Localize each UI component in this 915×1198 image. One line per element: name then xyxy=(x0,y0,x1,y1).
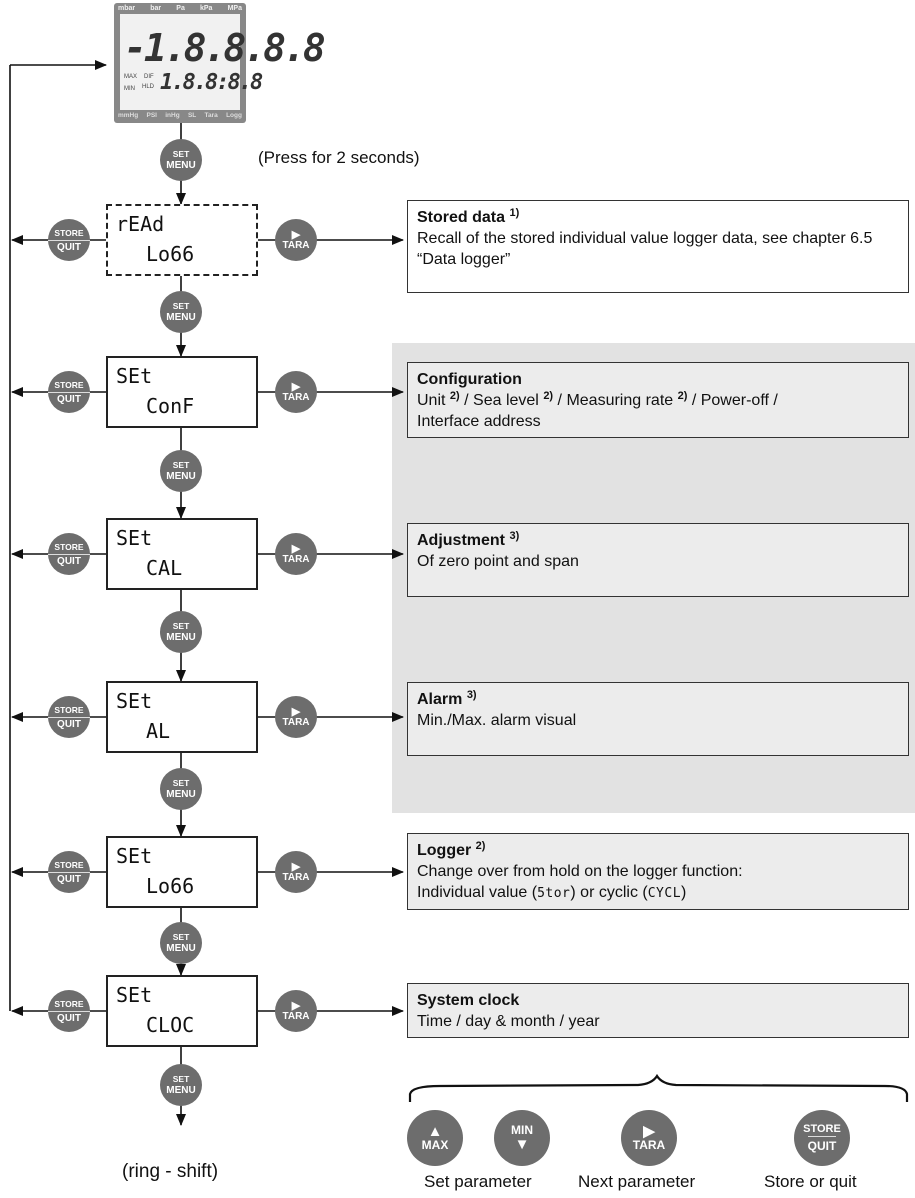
tara-button[interactable]: ▶TARA xyxy=(275,219,317,261)
tara-button[interactable]: ▶TARA xyxy=(275,696,317,738)
legend-next-parameter: Next parameter xyxy=(578,1172,696,1191)
lcd-label-hld: HLD xyxy=(142,84,155,90)
info-box-stored-data: Stored data 1) Recall of the stored indi… xyxy=(407,200,909,293)
lcd-screen: -1.8.8.8.8 MAX DIF MIN HLD 1.8.8:8.8 xyxy=(120,14,326,110)
arrow-down-icon: ▼ xyxy=(514,1136,530,1153)
state-box-set-cloc: SEt CLOC xyxy=(106,975,258,1047)
legend-set-parameter: Set parameter xyxy=(424,1172,532,1191)
legend-store-or-quit: Store or quit xyxy=(764,1172,857,1191)
info-box-logger: Logger 2) Change over from hold on the l… xyxy=(407,833,909,910)
arrow-up-icon: ▲ xyxy=(427,1123,443,1140)
lcd-label-min: MIN xyxy=(124,86,135,92)
info-title: System clock xyxy=(417,992,520,1009)
info-text: Change over from hold on the logger func… xyxy=(417,863,743,880)
info-box-configuration: Configuration Unit 2) / Sea level 2) / M… xyxy=(407,362,909,438)
lcd-display: mbar bar Pa kPa MPa -1.8.8.8.8 MAX DIF M… xyxy=(114,3,326,123)
lcd-bottom-units: mmHg PSI inHg SL Tara Logg xyxy=(118,112,242,119)
lcd-label-dif: DIF xyxy=(144,74,154,80)
state-box-set-conf: SEt ConF xyxy=(106,356,258,428)
play-icon: ▶ xyxy=(291,860,301,873)
lcd-label-max: MAX xyxy=(124,74,138,80)
lcd-top-units: mbar bar Pa kPa MPa xyxy=(118,5,242,12)
press-hint: (Press for 2 seconds) xyxy=(258,148,420,167)
tara-button[interactable]: ▶TARA xyxy=(275,533,317,575)
play-icon: ▶ xyxy=(291,705,301,718)
info-title: Logger 2) xyxy=(417,840,486,860)
info-text: Of zero point and span xyxy=(417,553,579,570)
info-title: Stored data 1) xyxy=(417,207,520,227)
info-title: Configuration xyxy=(417,371,522,388)
info-text: Interface address xyxy=(417,413,541,430)
play-icon: ▶ xyxy=(643,1123,655,1140)
tara-button[interactable]: ▶TARA xyxy=(275,371,317,413)
info-box-adjustment: Adjustment 3) Of zero point and span xyxy=(407,523,909,597)
info-text: Unit 2) / Sea level 2) / Measuring rate … xyxy=(417,390,778,410)
info-title: Alarm 3) xyxy=(417,689,477,709)
play-icon: ▶ xyxy=(291,542,301,555)
tara-button[interactable]: ▶TARA xyxy=(275,851,317,893)
lcd-sub-digits: 1.8.8:8.8 xyxy=(160,70,263,95)
ring-shift-caption: (ring - shift) xyxy=(122,1161,219,1182)
tara-next-button[interactable]: ▶TARA xyxy=(621,1110,677,1166)
lcd-main-digits: -1.8.8.8.8 xyxy=(124,26,326,70)
info-box-system-clock: System clock Time / day & month / year xyxy=(407,983,909,1038)
tara-button[interactable]: ▶TARA xyxy=(275,990,317,1032)
play-icon: ▶ xyxy=(291,380,301,393)
state-box-read-logg: rEAd Lo66 xyxy=(106,204,258,276)
max-up-button[interactable]: ▲MAX xyxy=(407,1110,463,1166)
info-title: Adjustment 3) xyxy=(417,530,520,550)
state-box-set-logg: SEt Lo66 xyxy=(106,836,258,908)
play-icon: ▶ xyxy=(291,999,301,1012)
info-text: Time / day & month / year xyxy=(417,1013,600,1030)
info-text: Recall of the stored individual value lo… xyxy=(417,230,873,268)
state-box-set-cal: SEt CAL xyxy=(106,518,258,590)
info-box-alarm: Alarm 3) Min./Max. alarm visual xyxy=(407,682,909,756)
info-text: Individual value (5tor) or cyclic (CYCL) xyxy=(417,884,687,901)
state-box-set-al: SEt AL xyxy=(106,681,258,753)
play-icon: ▶ xyxy=(291,228,301,241)
min-down-button[interactable]: MIN▼ xyxy=(494,1110,550,1166)
info-text: Min./Max. alarm visual xyxy=(417,712,577,729)
